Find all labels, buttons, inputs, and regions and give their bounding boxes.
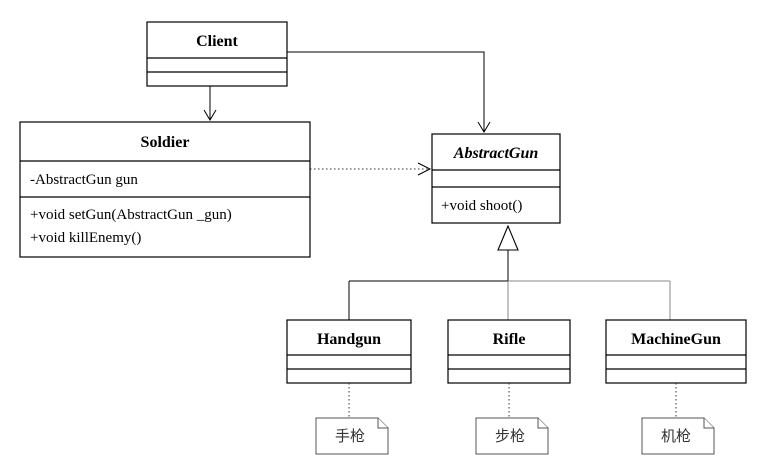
class-rifle[interactable]: Rifle bbox=[447, 319, 571, 384]
association-client-abstractgun bbox=[287, 51, 491, 133]
folded-corner-icon bbox=[703, 418, 714, 429]
note-text: 手枪 bbox=[335, 427, 365, 445]
class-name: AbstractGun bbox=[453, 145, 539, 162]
operation: +void killEnemy() bbox=[30, 230, 141, 246]
class-client[interactable]: Client bbox=[146, 21, 288, 87]
dependency-soldier-abstractgun bbox=[310, 162, 432, 176]
open-arrowhead-icon bbox=[477, 121, 491, 133]
note-machinegun[interactable]: 机枪 bbox=[641, 417, 715, 455]
operation: +void setGun(AbstractGun _gun) bbox=[30, 207, 232, 223]
class-name: Soldier bbox=[141, 134, 190, 151]
note-rifle[interactable]: 步枪 bbox=[475, 417, 549, 455]
note-text: 步枪 bbox=[495, 427, 525, 445]
open-arrowhead-icon bbox=[203, 109, 217, 121]
folded-corner-icon bbox=[537, 418, 548, 429]
class-machinegun[interactable]: MachineGun bbox=[605, 319, 747, 384]
class-name: Client bbox=[196, 33, 238, 50]
class-soldier[interactable]: Soldier -AbstractGun gun +void setGun(Ab… bbox=[19, 121, 311, 258]
folded-corner-icon bbox=[377, 418, 388, 429]
generalization-tree bbox=[348, 224, 671, 320]
class-abstractgun[interactable]: AbstractGun +void shoot() bbox=[431, 133, 561, 224]
operation: +void shoot() bbox=[441, 198, 522, 214]
generalization-triangle-icon bbox=[497, 224, 519, 251]
attribute: -AbstractGun gun bbox=[30, 172, 138, 188]
class-handgun[interactable]: Handgun bbox=[286, 319, 412, 384]
association-client-soldier bbox=[203, 86, 217, 121]
class-name: Rifle bbox=[493, 331, 526, 348]
note-handgun[interactable]: 手枪 bbox=[315, 417, 389, 455]
open-arrowhead-icon bbox=[417, 162, 432, 176]
class-name: Handgun bbox=[317, 331, 381, 348]
note-text: 机枪 bbox=[661, 427, 691, 445]
class-name: MachineGun bbox=[631, 331, 721, 348]
